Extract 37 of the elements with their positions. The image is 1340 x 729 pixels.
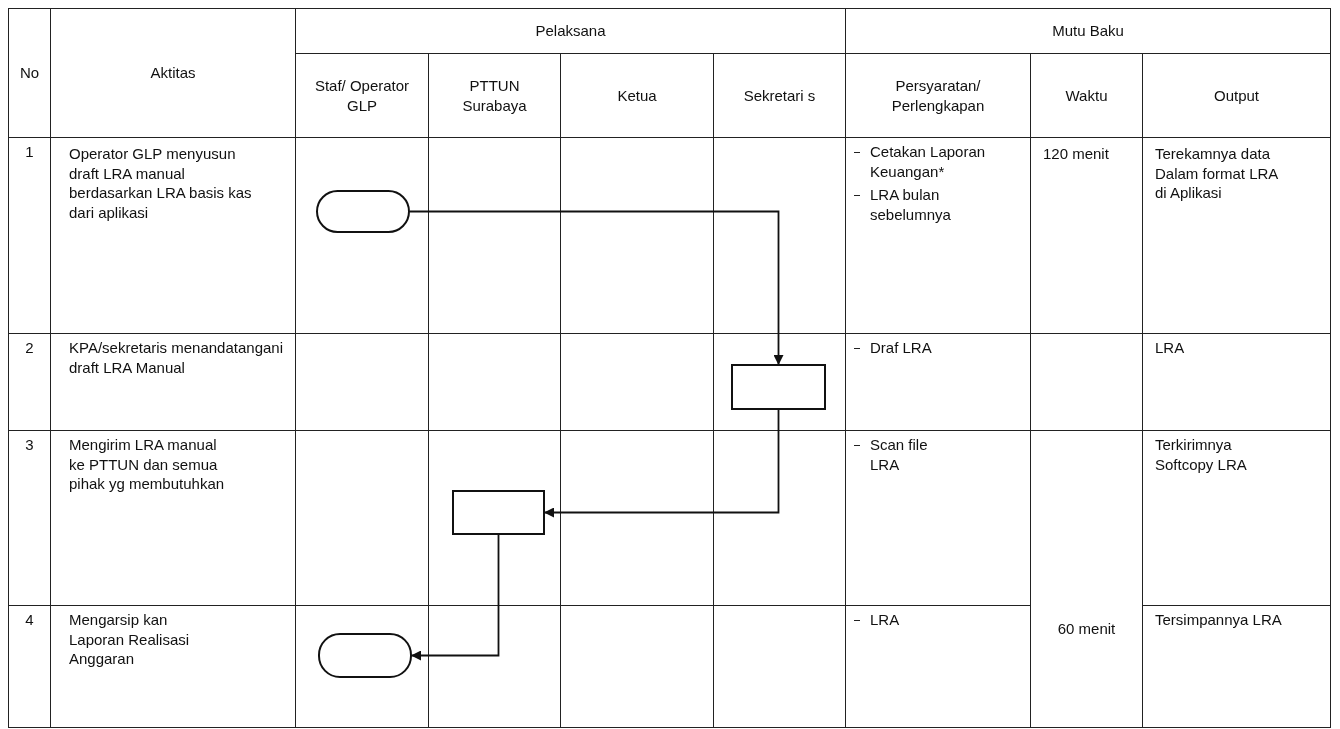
process-box [452,490,545,535]
arrow [409,210,784,365]
table-text: Cetakan Laporan Keuangan* [870,142,987,181]
table-text: Terekamnya data Dalam format LRA di Aplikasi [1155,144,1279,203]
table-text: No [19,63,40,83]
table-text: LRA [1155,338,1185,358]
table-text: PTTUN Surabaya [461,76,528,115]
table-text: LRA bulan sebelumnya [870,185,952,224]
table-text: 2 [25,338,34,358]
table-text: 60 menit [1057,619,1116,639]
terminator-shape [316,190,410,233]
table-text: Sekretari s [743,85,816,106]
table-text: Mutu Baku [1052,21,1124,41]
table-text: Terkirimnya Softcopy LRA [1155,435,1248,474]
table-text: Scan file LRA [870,435,929,474]
table-text: 3 [25,435,34,455]
table-text: 120 menit [1043,144,1109,164]
terminator-shape [318,633,412,678]
table-text: Mengarsip kan Laporan Realisasi Anggaran [69,610,191,669]
table-text: Persyaratan/ Perlengkapan [890,76,986,115]
process-box [731,364,826,410]
table-text: Waktu [1065,85,1108,106]
table-text: Mengirim LRA manual ke PTTUN dan semua pihak yg membutuhkan [69,435,225,494]
table-text: KPA/sekretaris menandatangani draft LRA Manual [69,338,283,377]
table-text: 1 [25,142,34,162]
table-text: Staf/ Operator GLP [313,76,411,115]
arrow [544,409,780,518]
table-text: Operator GLP menyusun draft LRA manual berdasarkan LRA basis kas dari aplikasi [69,144,253,222]
table-text: LRA [870,610,900,630]
table-text: Draf LRA [870,338,932,358]
table-text: Tersimpannya LRA [1155,610,1282,630]
table-text: Ketua [617,85,657,106]
table-text: 4 [25,610,34,630]
table-text: Aktitas [150,63,196,83]
table-text: Pelaksana [535,21,606,41]
arrow [411,534,500,661]
table-text: Output [1214,85,1259,106]
